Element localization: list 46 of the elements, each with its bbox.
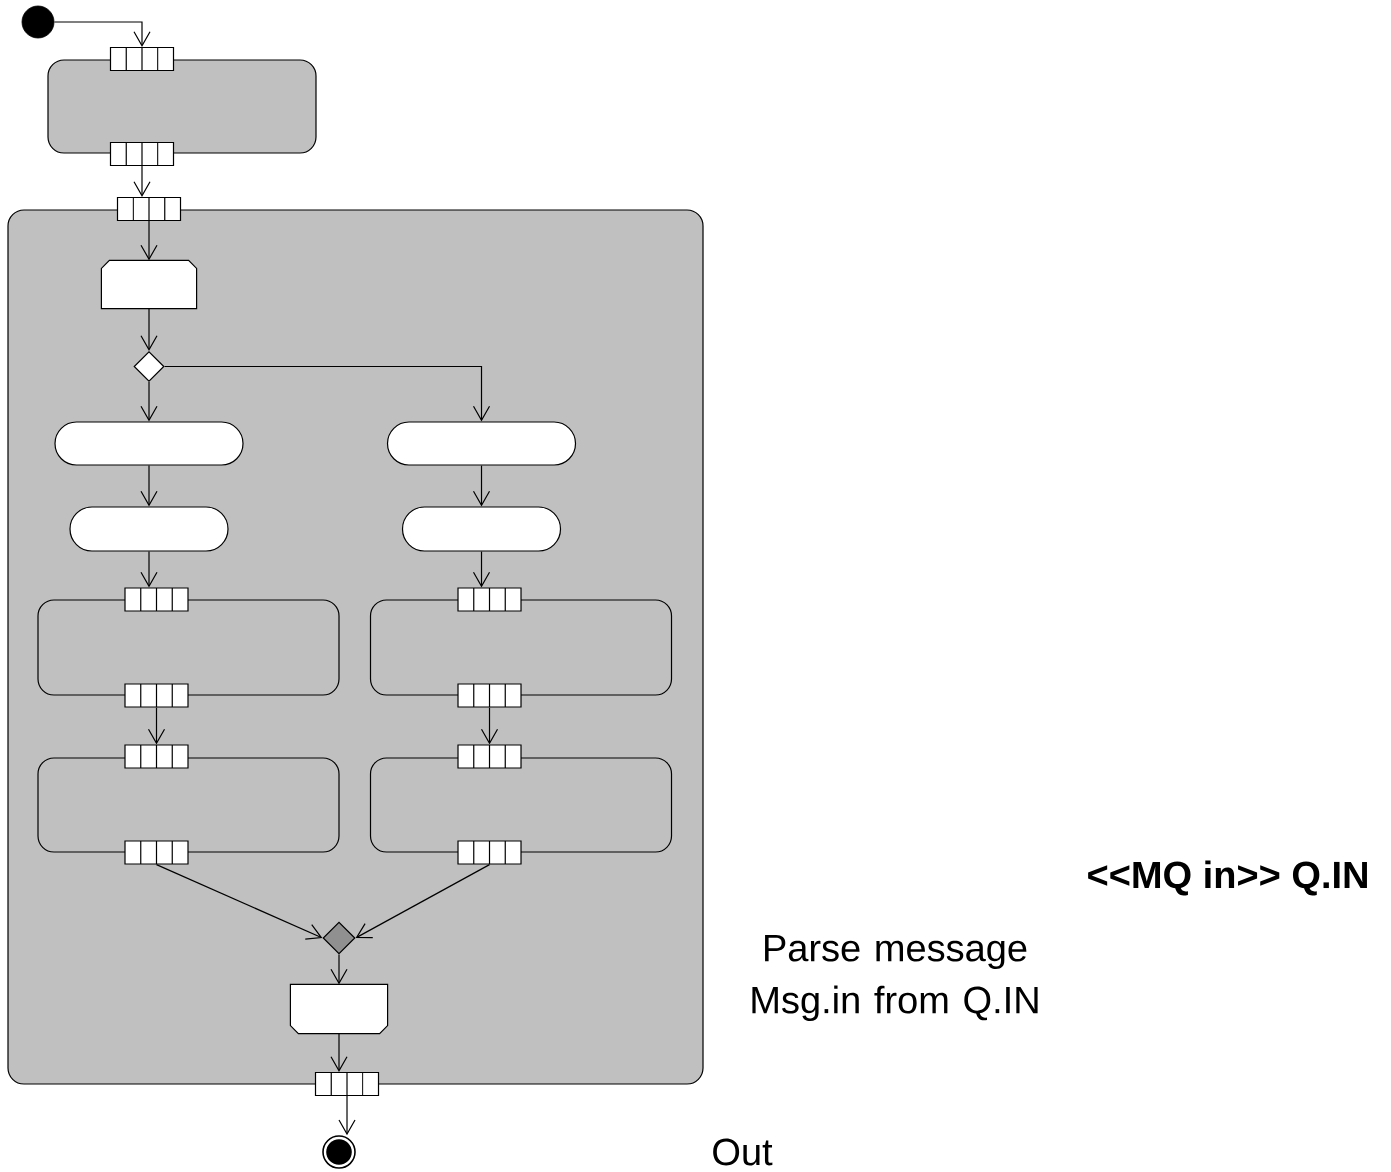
rounded-box (386, 421, 577, 466)
arrow (155, 864, 323, 940)
action-box (37, 757, 340, 853)
rounded-box (54, 421, 244, 466)
arrow (330, 954, 348, 985)
action-box (37, 599, 340, 696)
pin (109, 46, 175, 72)
arrow (140, 381, 158, 422)
pin (457, 744, 522, 769)
arrow (140, 465, 158, 507)
arrow (140, 308, 158, 351)
arrow (147, 707, 166, 745)
send-signal-shape (289, 983, 389, 1035)
arrow (355, 864, 491, 939)
label: Parse message Msg.in from Q.IN (752, 935, 1038, 1021)
arrow (472, 551, 491, 588)
rounded-box (69, 506, 229, 552)
action-box (369, 599, 673, 696)
arrow (480, 707, 499, 745)
arrow (338, 1095, 356, 1136)
arrow (164, 365, 491, 422)
rounded-box (401, 506, 562, 552)
final-node (322, 1135, 356, 1169)
label: <<MQ in>> Q.IN (1088, 860, 1367, 896)
pin (314, 1071, 380, 1097)
accept-event-shape (100, 259, 198, 310)
pin (124, 683, 189, 708)
arrow (140, 551, 158, 588)
merge-diamond (322, 921, 356, 955)
arrow (133, 165, 151, 197)
action-box (369, 757, 673, 853)
initial-node (21, 5, 55, 39)
arrow (140, 220, 158, 261)
pin (116, 196, 182, 222)
pin (109, 141, 175, 167)
arrow (472, 465, 491, 507)
arrow (330, 1033, 348, 1072)
action-box (47, 59, 317, 154)
label: Out (713, 1138, 773, 1166)
pin (124, 587, 189, 612)
pin (457, 683, 522, 708)
pin (457, 587, 522, 612)
pin (457, 840, 522, 865)
pin (124, 744, 189, 769)
arrow (53, 21, 151, 47)
pin (124, 840, 189, 865)
